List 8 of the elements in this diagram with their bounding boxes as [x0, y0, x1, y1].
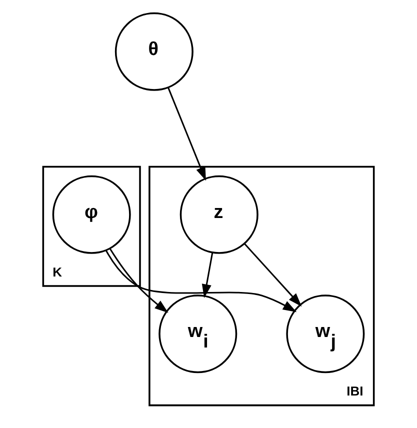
arrow — [202, 252, 214, 298]
node-circle: θ — [114, 12, 194, 91]
node-circle: φ — [52, 175, 131, 254]
arrow — [168, 87, 206, 181]
arrow — [109, 248, 168, 313]
arrow — [105, 250, 297, 312]
node-circle: z — [180, 175, 258, 254]
arrow — [244, 243, 302, 307]
